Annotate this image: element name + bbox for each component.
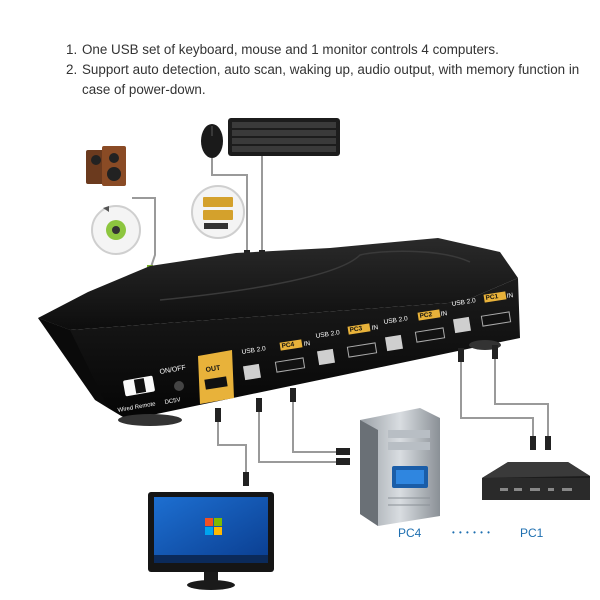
usb-b-port[interactable]: [385, 334, 403, 352]
speaker-icon: [86, 146, 126, 186]
note-number: 2.: [66, 62, 78, 77]
mouse-icon: [201, 124, 223, 158]
power-switch[interactable]: [123, 375, 155, 397]
in-label: IN: [303, 340, 311, 348]
pc-tag: PC1: [485, 293, 499, 302]
port-group-pc2: USB 2.0 PC2 IN: [383, 309, 448, 352]
dc-label: DC5V: [164, 397, 181, 406]
port-group-pc4: USB 2.0 PC4 IN: [241, 339, 311, 381]
pc-tower-icon: [360, 408, 440, 526]
usb-label: USB 2.0: [241, 345, 266, 356]
kvm-device: [38, 278, 520, 420]
out-label: OUT: [205, 365, 221, 374]
note-item: 1. One USB set of keyboard, mouse and 1 …: [66, 40, 586, 60]
ellipsis-dots: • • • • • •: [452, 528, 491, 537]
hdmi-in-port[interactable]: [346, 342, 378, 358]
port-group-pc3: USB 2.0 PC3 IN: [315, 323, 379, 366]
keyboard-icon: [228, 118, 340, 156]
mini-pc-icon: [482, 462, 590, 500]
out-port-panel: OUT: [198, 350, 234, 404]
pc-tag: PC3: [349, 325, 363, 334]
feature-notes: 1. One USB set of keyboard, mouse and 1 …: [66, 40, 586, 100]
note-item: 2. Support auto detection, auto scan, wa…: [66, 60, 586, 100]
hdmi-in-port[interactable]: [274, 357, 306, 373]
pc-tag: PC2: [419, 311, 433, 320]
usb-label: USB 2.0: [315, 329, 340, 340]
usb-port-icon: [191, 185, 245, 239]
pc4-label: PC4: [398, 526, 422, 540]
usb-label: USB 2.0: [383, 315, 408, 326]
note-text: One USB set of keyboard, mouse and 1 mon…: [82, 42, 499, 57]
monitor-icon: [148, 492, 274, 590]
port-group-pc1: USB 2.0 PC1 IN: [451, 291, 514, 334]
note-number: 1.: [66, 42, 78, 57]
in-label: IN: [371, 324, 379, 332]
connection-cables: [217, 355, 549, 478]
usb-b-port[interactable]: [317, 348, 335, 366]
in-label: IN: [440, 310, 448, 318]
audio-jack-icon: [91, 205, 141, 255]
in-label: IN: [506, 292, 514, 300]
hdmi-in-port[interactable]: [414, 327, 446, 343]
power-label: ON/OFF: [159, 364, 186, 375]
pc-tag: PC4: [281, 341, 295, 350]
dc-jack[interactable]: [174, 381, 184, 391]
hdmi-in-port[interactable]: [480, 311, 512, 327]
note-text: Support auto detection, auto scan, wakin…: [82, 62, 580, 97]
hdmi-out-port[interactable]: [204, 376, 228, 390]
usb-b-port[interactable]: [243, 363, 261, 381]
usb-label: USB 2.0: [451, 297, 476, 308]
pc1-label: PC1: [520, 526, 544, 540]
mouse-cable: [211, 158, 248, 250]
usb-b-port[interactable]: [453, 316, 471, 334]
